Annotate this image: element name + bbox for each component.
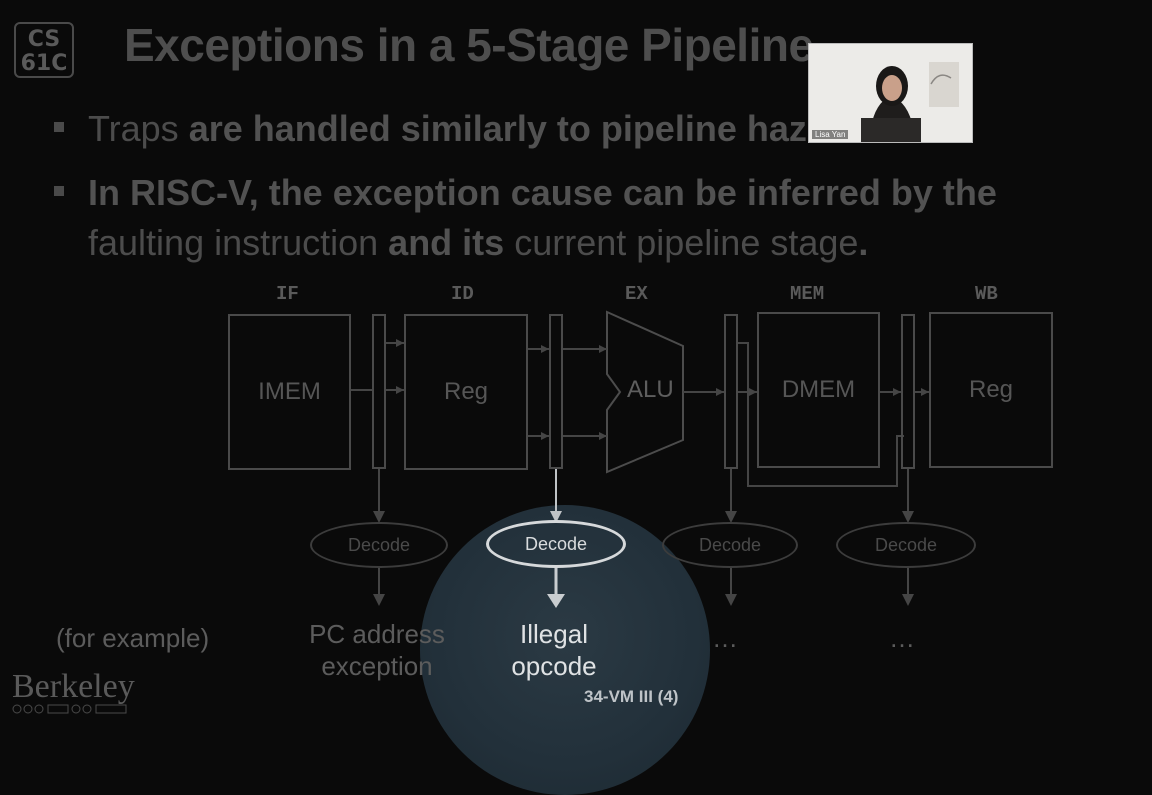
pipeline-register-id-ex (549, 314, 563, 469)
pc-address-exception: PC address exception (296, 618, 458, 682)
bullet-1: Traps are handled similarly to pipeline … (88, 108, 893, 150)
berkeley-logo: Berkeley (12, 668, 135, 705)
slide-number: 34-VM III (4) (584, 687, 679, 706)
reg-file-block: Reg (404, 314, 528, 470)
imem-block: IMEM (228, 314, 351, 470)
bullet-2-line2: faulting instruction and its current pip… (88, 222, 868, 264)
stage-label-id: ID (451, 283, 474, 305)
illegal-line2: opcode (511, 651, 597, 681)
pc-line1: PC address (309, 619, 445, 649)
bullet-marker (54, 186, 64, 196)
highlight-arrows (547, 468, 565, 608)
decode-ex: Decode (662, 522, 798, 568)
bullet-1-plain: Traps (88, 108, 189, 149)
slide-title: Exceptions in a 5-Stage Pipeline (124, 19, 814, 71)
pipeline-register-ex-mem (724, 314, 738, 469)
stage-label-if: IF (276, 283, 299, 305)
alu-label: ALU (627, 376, 674, 403)
decode-if: Decode (310, 522, 448, 568)
stage-label-ex: EX (625, 283, 648, 305)
creative-commons-icon (12, 704, 127, 714)
bullet-2-stage: current pipeline stage (514, 222, 859, 263)
logo-line2: 61C (20, 51, 68, 76)
ellipsis-mem: … (889, 623, 915, 653)
illegal-opcode: Illegal opcode (484, 618, 624, 682)
stage-label-mem: MEM (790, 283, 825, 305)
webcam-video[interactable]: Lisa Yan (808, 43, 973, 143)
presenter-figure (809, 44, 972, 142)
reg-writeback-block: Reg (929, 312, 1053, 468)
bullet-2-period: . (858, 222, 869, 263)
decode-mem: Decode (836, 522, 976, 568)
illegal-line1: Illegal (520, 619, 588, 649)
decode-id-highlighted: Decode (486, 520, 626, 568)
pipeline-register-if-id (372, 314, 386, 469)
stage-label-wb: WB (975, 283, 998, 305)
pipeline-register-mem-wb (901, 314, 915, 469)
bullet-marker (54, 122, 64, 132)
bullet-2-line1: In RISC-V, the exception cause can be in… (88, 172, 997, 213)
for-example-label: (for example) (56, 623, 210, 653)
pc-line2: exception (321, 651, 433, 681)
cs61c-logo: CS 61C (14, 22, 74, 78)
webcam-name-label: Lisa Yan (812, 130, 849, 139)
pipeline-wires (350, 310, 929, 606)
ellipsis-ex: … (712, 623, 738, 653)
footer-icons (12, 704, 132, 716)
dmem-block: DMEM (757, 312, 880, 468)
bullet-2-and-its: and its (388, 222, 515, 263)
bullet-2-faulting: faulting instruction (88, 222, 389, 263)
logo-line1: CS (27, 27, 61, 52)
bullet-1-bold: are handled similarly to pipeline hazard… (188, 108, 893, 149)
